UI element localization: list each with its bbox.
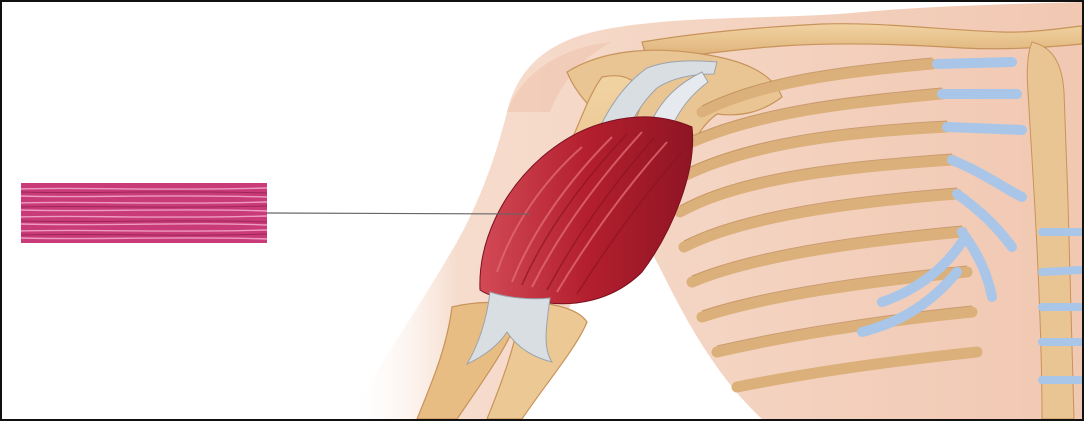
muscle-tissue-sample xyxy=(21,183,267,243)
